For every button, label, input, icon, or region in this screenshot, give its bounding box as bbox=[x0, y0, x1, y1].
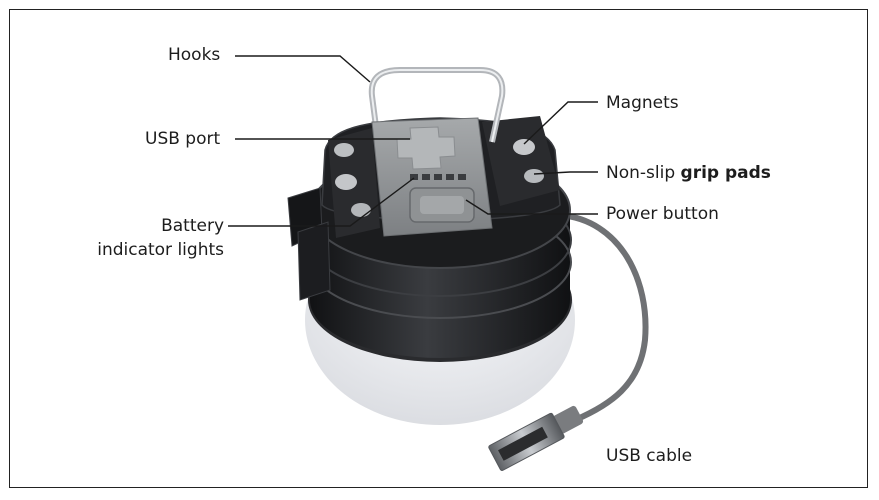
label-battery-line1: Battery bbox=[161, 216, 224, 236]
label-grip-bold: grip pads bbox=[680, 163, 771, 183]
label-battery-line2: indicator lights bbox=[97, 240, 224, 260]
battery-indicator-lights bbox=[410, 174, 466, 180]
leader-battery bbox=[228, 177, 415, 227]
grip-pad-left-1 bbox=[334, 143, 354, 157]
magnet-right bbox=[513, 139, 535, 155]
grip-pad-right bbox=[524, 169, 544, 183]
leader-lines bbox=[228, 55, 598, 227]
label-usb-port: USB port bbox=[145, 129, 221, 149]
usb-cable bbox=[557, 212, 649, 423]
label-grip-pads: Non-slip grip pads bbox=[606, 162, 771, 184]
label-power-button: Power button bbox=[606, 204, 719, 224]
leader-power bbox=[465, 199, 598, 215]
leader-hooks bbox=[235, 55, 371, 83]
leader-magnets bbox=[523, 101, 598, 145]
label-hooks: Hooks bbox=[168, 45, 221, 65]
label-magnets: Magnets bbox=[606, 93, 679, 113]
leader-grip bbox=[533, 171, 598, 175]
label-grip-plain: Non-slip bbox=[606, 163, 681, 183]
label-usb-cable: USB cable bbox=[606, 446, 693, 466]
usb-plug bbox=[488, 405, 584, 471]
